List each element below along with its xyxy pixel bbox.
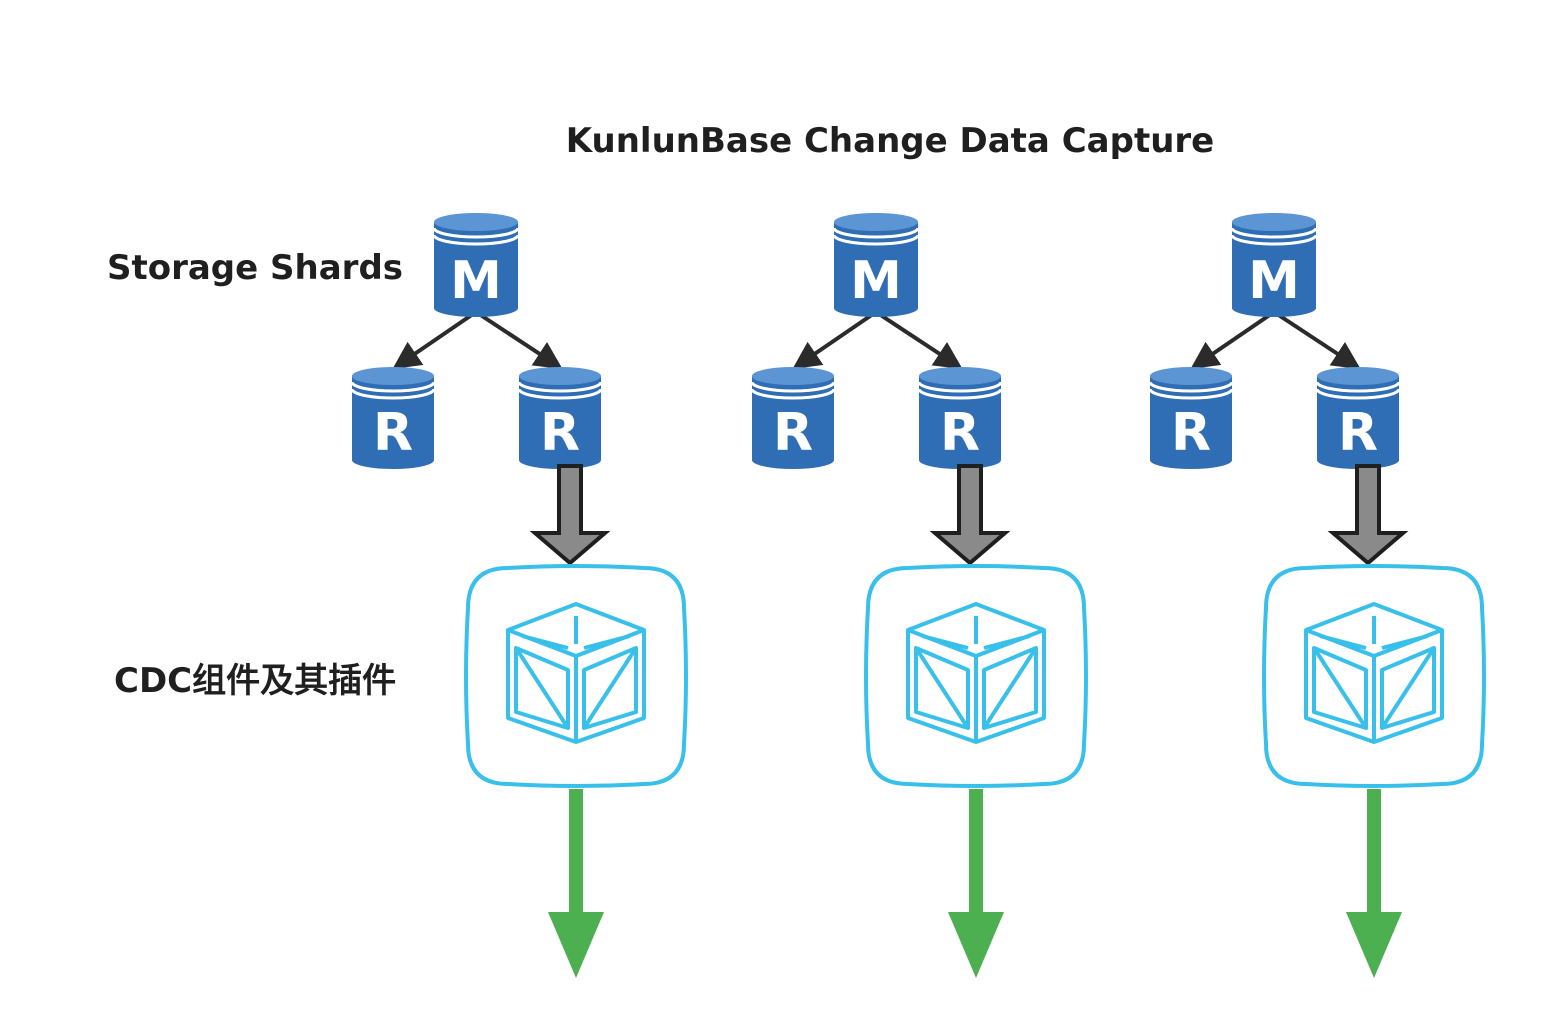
shard-3-replication-arrow-right [1272,310,1361,370]
shard-3-cdc-component [1262,564,1486,788]
shards-layer: M R R M R R M R R [350,213,1486,978]
shard-3-cdc-flow-arrow [1327,464,1409,566]
shard-3-replica-1-db-icon: R [1148,367,1234,469]
shard-2-replica-2-db-icon-letter: R [940,403,980,463]
shard-3-replication-arrow-left [1190,310,1276,370]
shard-3-master-db-icon-letter: M [1248,251,1300,311]
shard-3-cdc-component-cube-icon [1304,602,1444,744]
shard-2-replication-arrow-left [792,310,878,370]
shard-2-replica-1-db-icon-letter: R [773,403,813,463]
shard-2-master-db-icon: M [832,213,920,317]
shard-2-cdc-component-cube-icon [906,602,1046,744]
shard-1-replication-arrow-right [474,310,563,370]
shard-2-cdc-flow-arrow [929,464,1011,566]
cdc-component-label: CDC组件及其插件 [114,661,396,701]
shard-3-replica-2-db-icon-letter: R [1338,403,1378,463]
shard-1-cdc-flow-arrow [529,464,611,566]
shard-1-replica-1-db-icon-letter: R [373,403,413,463]
shard-1-replica-2-db-icon-letter: R [540,403,580,463]
shard-3-replica-2-db-icon: R [1315,367,1401,469]
shard-2-replica-1-db-icon: R [750,367,836,469]
shard-1-output-arrow-shaft [569,789,583,917]
shard-3-output-arrow-shaft [1367,789,1381,917]
shard-1-replica-2-db-icon: R [517,367,603,469]
shard-1-cdc-component-cube-icon [506,602,646,744]
shard-1-cdc-component [464,564,688,788]
storage-shards-label: Storage Shards [107,248,403,288]
shard-3-output-arrow-head [1346,912,1402,978]
shard-3-master-db-icon: M [1230,213,1318,317]
shard-1-master-db-icon-letter: M [450,251,502,311]
shard-3-replica-1-db-icon-letter: R [1171,403,1211,463]
shard-1-output-arrow-head [548,912,604,978]
shard-1-master-db-icon: M [432,213,520,317]
shard-2-cdc-component [864,564,1088,788]
shard-2-output-arrow-shaft [969,789,983,917]
shard-1-replica-1-db-icon: R [350,367,436,469]
shard-2-output-arrow-head [948,912,1004,978]
shard-1-replication-arrow-left [392,310,478,370]
shard-2-master-db-icon-letter: M [850,251,902,311]
shard-2-replication-arrow-right [874,310,963,370]
diagram-title: KunlunBase Change Data Capture [566,121,1214,161]
shard-2-replica-2-db-icon: R [917,367,1003,469]
